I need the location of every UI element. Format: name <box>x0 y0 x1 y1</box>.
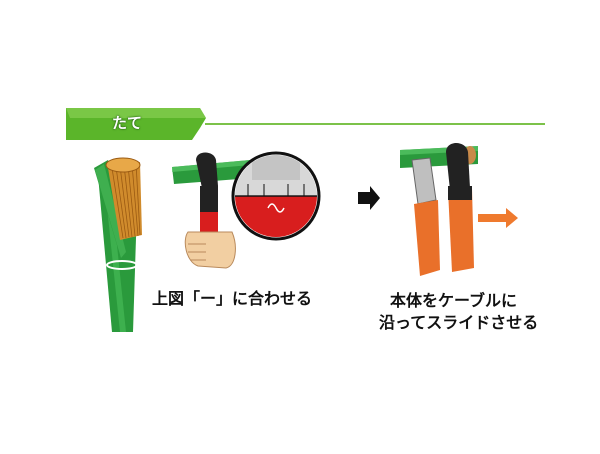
next-step-arrow <box>358 186 380 210</box>
section-tag-label: たて <box>112 114 143 132</box>
step2-illustration <box>400 143 478 276</box>
step2-caption-line1: 本体をケーブルに <box>390 291 518 310</box>
section-header <box>66 108 545 140</box>
cable-cross-section <box>94 157 142 332</box>
step1-caption: 上図「ー」に合わせる <box>152 289 313 308</box>
step2-caption-line2: 沿ってスライドさせる <box>379 313 539 332</box>
slide-direction-arrow <box>478 208 518 228</box>
step1-illustration <box>172 151 321 269</box>
